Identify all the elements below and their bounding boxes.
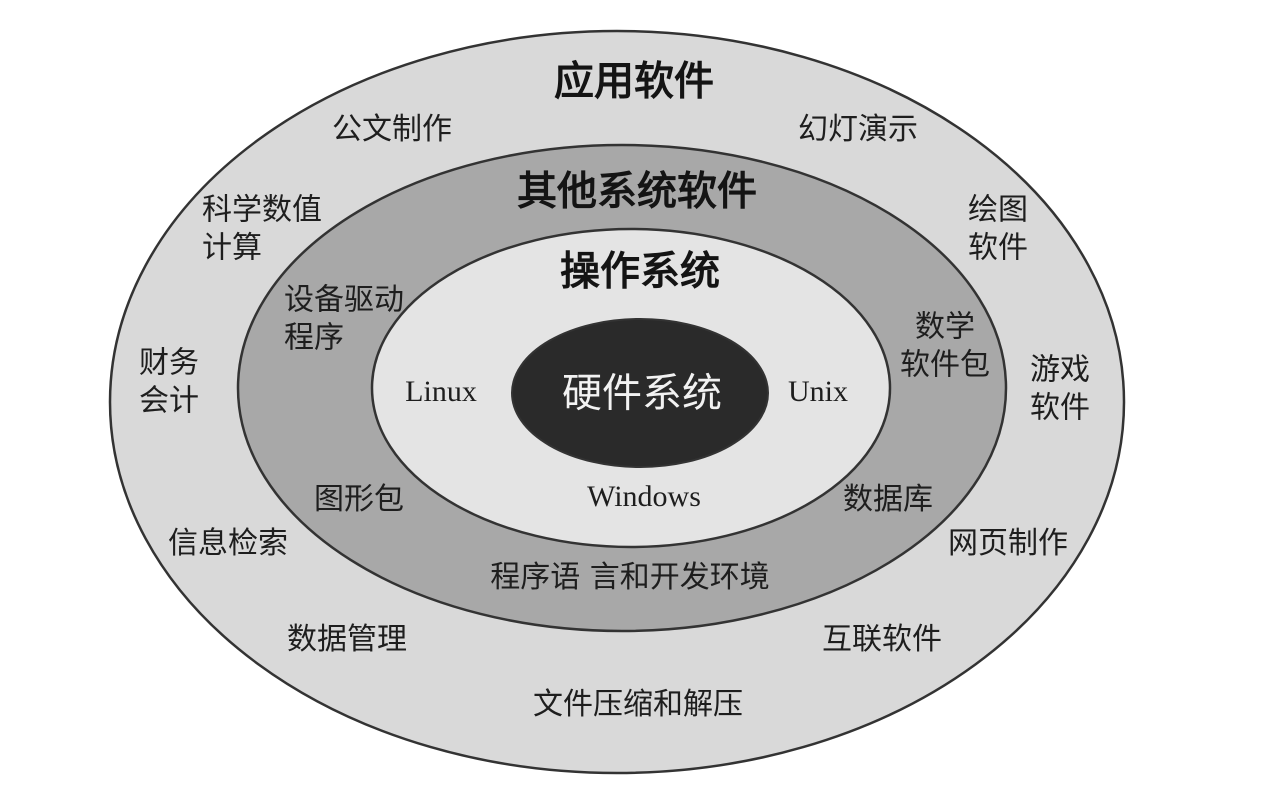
- internet-software-label: 互联软件: [822, 621, 942, 657]
- drawing-software-line1: 绘图: [968, 192, 1028, 228]
- unix-label: Unix: [788, 374, 848, 408]
- hardware-system-core: [511, 318, 769, 468]
- device-drivers-line2: 程序: [284, 321, 344, 356]
- game-software-line2: 软件: [1030, 391, 1090, 426]
- hardware-system-title: 硬件系统: [562, 370, 722, 417]
- drawing-software-label: 绘图 软件: [968, 192, 1028, 269]
- operating-system-title: 操作系统: [560, 248, 720, 295]
- game-software-line1: 游戏: [1030, 352, 1090, 388]
- graphics-package-label: 图形包: [314, 481, 404, 517]
- finance-accounting-line2: 会计: [139, 384, 199, 419]
- scientific-computing-label: 科学数值 计算: [202, 192, 322, 269]
- slides-label: 幻灯演示: [798, 111, 918, 147]
- file-compression-label: 文件压缩和解压: [533, 686, 743, 722]
- scientific-computing-line2: 计算: [202, 231, 262, 266]
- info-retrieval-label: 信息检索: [168, 525, 288, 561]
- web-making-label: 网页制作: [948, 525, 1068, 561]
- other-system-software-title: 其他系统软件: [517, 168, 757, 215]
- finance-accounting-label: 财务 会计: [139, 345, 199, 422]
- game-software-label: 游戏 软件: [1030, 352, 1090, 429]
- linux-label: Linux: [405, 374, 477, 408]
- database-label: 数据库: [843, 481, 933, 517]
- finance-accounting-line1: 财务: [139, 345, 199, 381]
- drawing-software-line2: 软件: [968, 231, 1028, 266]
- data-management-label: 数据管理: [287, 621, 407, 657]
- math-packages-line1: 数学: [915, 309, 975, 345]
- math-packages-label: 数学 软件包: [900, 309, 990, 386]
- office-docs-label: 公文制作: [332, 111, 452, 147]
- language-dev-env-label: 程序语 言和开发环境: [490, 559, 770, 595]
- device-drivers-line1: 设备驱动: [284, 282, 404, 318]
- scientific-computing-line1: 科学数值: [202, 192, 322, 228]
- application-software-title: 应用软件: [554, 58, 714, 105]
- device-drivers-label: 设备驱动 程序: [284, 282, 404, 359]
- math-packages-line2: 软件包: [900, 348, 990, 383]
- windows-label: Windows: [587, 479, 701, 513]
